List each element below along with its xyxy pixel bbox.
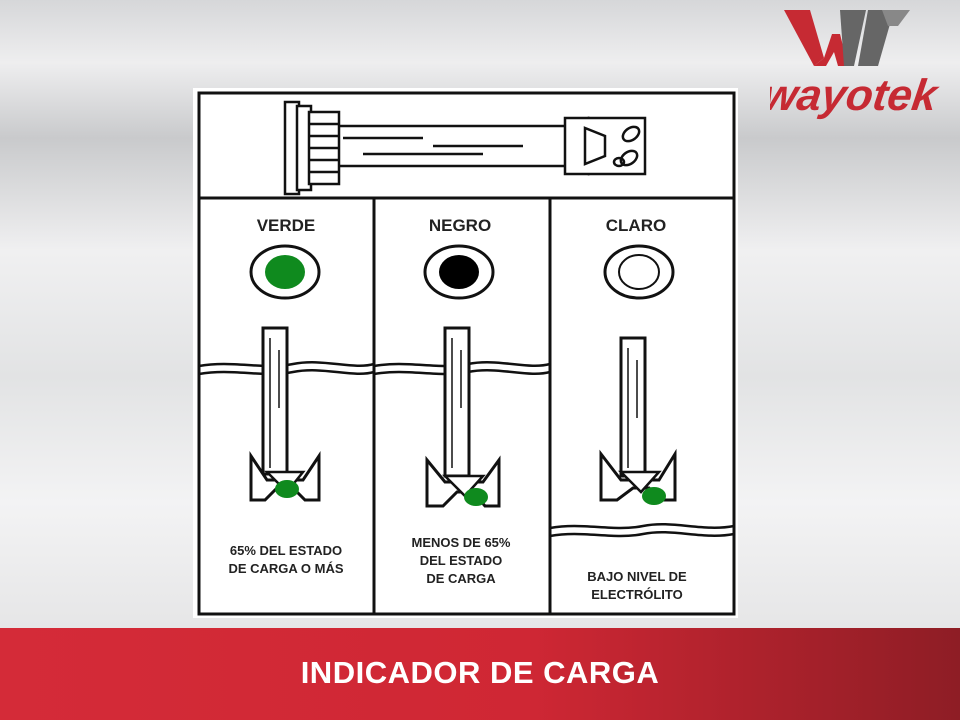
indicator-dot-verde (265, 255, 305, 289)
caption-claro-line-2: ELECTRÓLITO (591, 587, 683, 602)
probe-verde (198, 326, 375, 502)
probe-ball-verde (275, 480, 299, 498)
caption-verde-line-2: DE CARGA O MÁS (228, 561, 344, 576)
probe-negro (373, 326, 551, 508)
caption-negro-line-3: DE CARGA (426, 571, 496, 586)
caption-negro-line-2: DEL ESTADO (419, 553, 503, 568)
probe-claro (549, 336, 735, 538)
wayotek-logo: wayotek (770, 10, 943, 120)
hydrometer-illustration (283, 100, 647, 196)
footer-bar (0, 628, 960, 720)
logo-mark-w (784, 10, 910, 66)
caption-claro-line-1: BAJO NIVEL DE (587, 569, 687, 584)
column-label-negro: NEGRO (428, 216, 492, 235)
diagram-panel: VERDE NEGRO CLARO 65% DEL ESTADO DE CARG… (193, 88, 738, 618)
diagram-frame (197, 91, 736, 616)
probe-ball-negro (464, 488, 488, 506)
indicator-negro (423, 244, 495, 300)
indicator-dot-claro (618, 254, 660, 290)
logo-text: wayotek (770, 71, 943, 120)
indicator-claro (603, 244, 675, 300)
caption-claro: BAJO NIVEL DE ELECTRÓLITO (552, 568, 722, 604)
column-label-verde: VERDE (256, 216, 316, 235)
column-label-claro: CLARO (605, 216, 667, 235)
caption-verde: 65% DEL ESTADO DE CARGA O MÁS (201, 542, 371, 578)
caption-negro: MENOS DE 65% DEL ESTADO DE CARGA (376, 534, 546, 588)
charge-indicator-diagram (197, 91, 736, 616)
caption-verde-line-1: 65% DEL ESTADO (229, 543, 343, 558)
indicator-verde (249, 244, 321, 300)
slide-title: INDICADOR DE CARGA (300, 655, 660, 690)
caption-negro-line-1: MENOS DE 65% (411, 535, 511, 550)
indicator-dot-negro (439, 255, 479, 289)
probe-ball-claro (642, 487, 666, 505)
